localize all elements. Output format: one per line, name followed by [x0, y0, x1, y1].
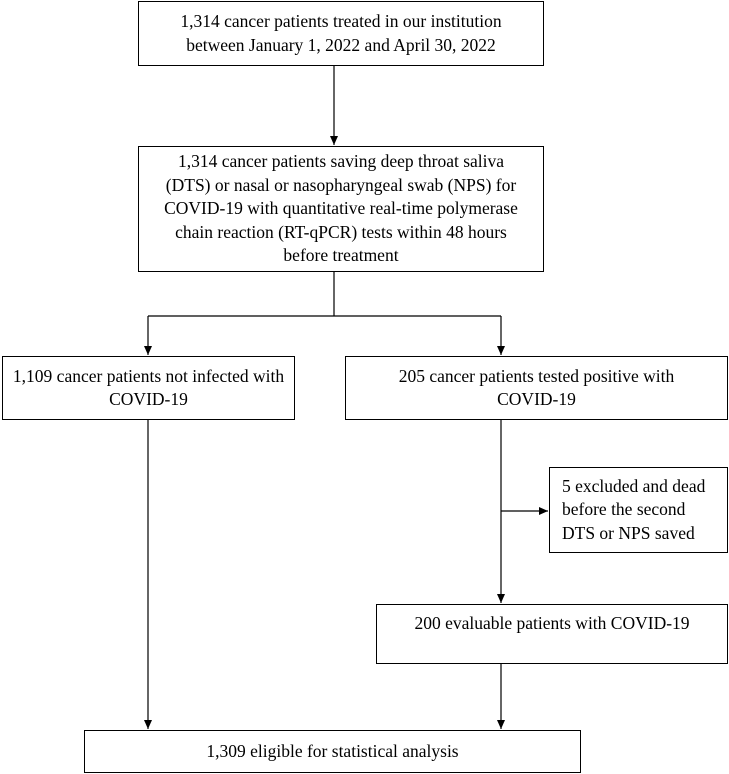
box-text-line: chain reaction (RT-qPCR) tests within 48… [175, 221, 507, 242]
box-text-line: COVID-19 with quantitative real-time pol… [164, 198, 518, 219]
box-text-line: 200 evaluable patients with COVID-19 [414, 613, 690, 633]
box-text-line: DTS or NPS saved [562, 522, 695, 543]
box-text-line: 1,314 cancer patients saving deep throat… [177, 151, 505, 172]
box-text-line: 1,314 cancer patients treated in our ins… [180, 11, 502, 31]
box-text-line: 205 cancer patients tested positive with [398, 365, 675, 386]
box-excluded: 5 excluded and dead before the second DT… [549, 467, 728, 553]
box-not-infected: 1,109 cancer patients not infected with … [2, 356, 295, 420]
box-eligible-for-analysis: 1,309 eligible for statistical analysis [84, 730, 581, 773]
box-text-line: before treatment [283, 245, 399, 266]
box-text-line: 5 excluded and dead [562, 475, 706, 496]
box-text-line: 1,309 eligible for statistical analysis [206, 740, 459, 761]
box-patients-treated: 1,314 cancer patients treated in our ins… [138, 1, 544, 66]
box-tested-positive: 205 cancer patients tested positive with… [345, 356, 728, 420]
box-text-line: 1,109 cancer patients not infected with [12, 365, 285, 386]
box-text-line: COVID-19 [497, 389, 576, 409]
box-text-line: between January 1, 2022 and April 30, 20… [186, 34, 496, 55]
box-evaluable-patients: 200 evaluable patients with COVID-19 [376, 604, 728, 664]
box-samples-saved: 1,314 cancer patients saving deep throat… [138, 146, 544, 272]
box-text-line: before the second [562, 499, 686, 520]
box-text-line: COVID-19 [109, 389, 188, 409]
box-text-line: (DTS) or nasal or nasopharyngeal swab (N… [165, 174, 517, 195]
